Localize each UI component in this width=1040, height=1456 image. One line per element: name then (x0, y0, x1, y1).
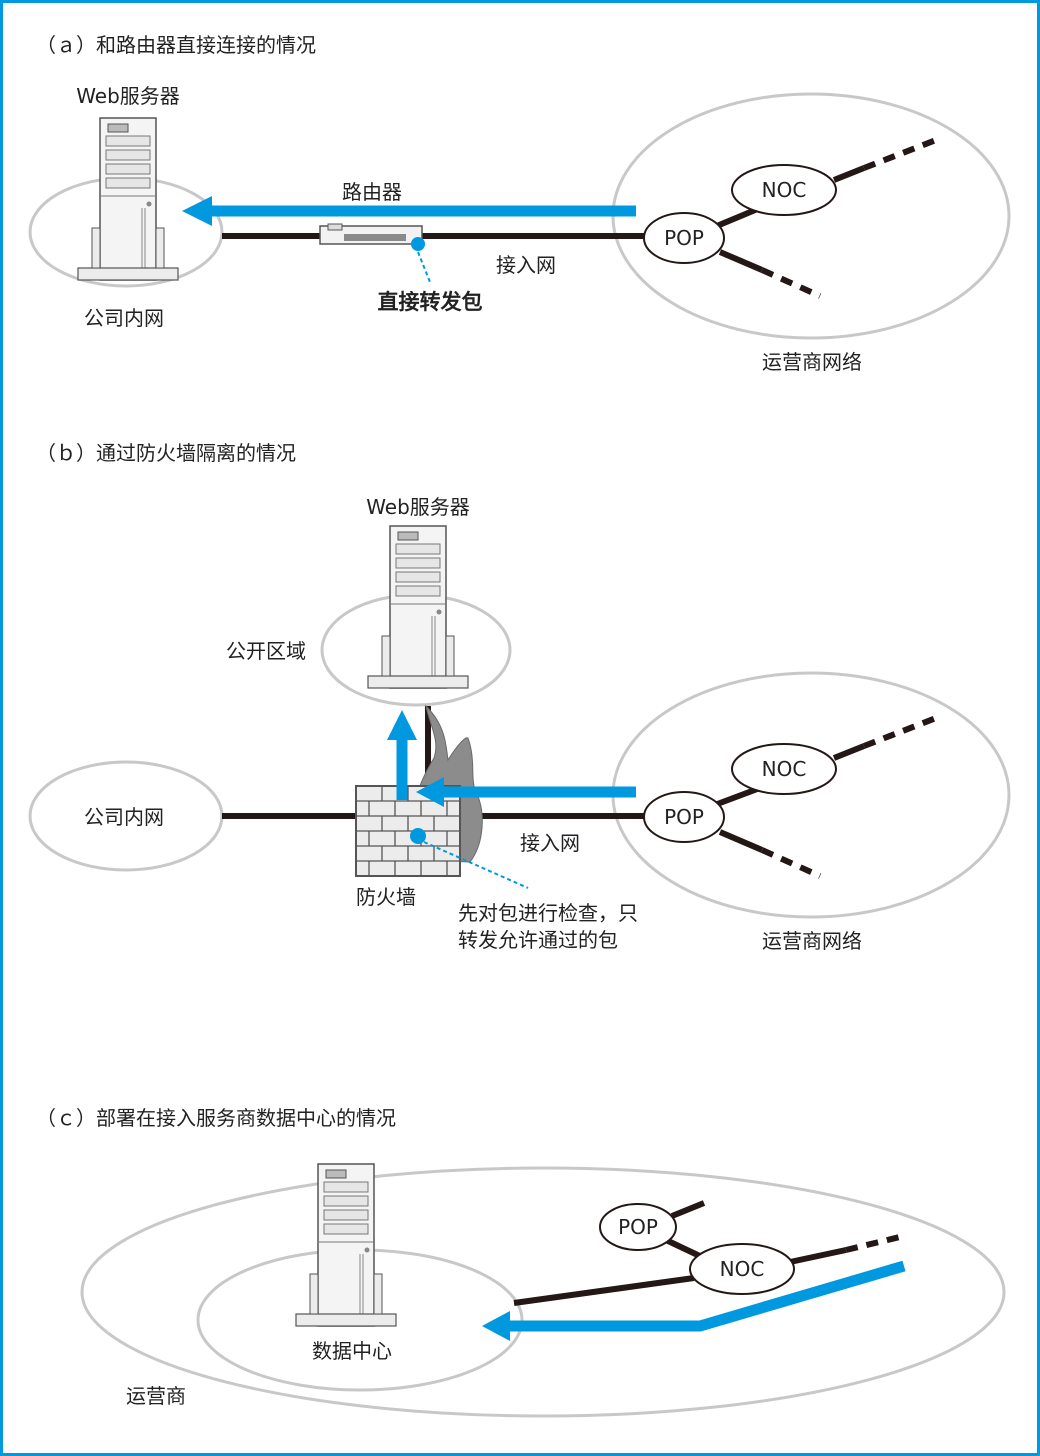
panel-c-carrier-label: 运营商 (126, 1384, 186, 1408)
panel-b-lan-label: 公司内网 (84, 805, 164, 829)
panel-b-note-line1: 先对包进行检查，只 (458, 901, 638, 925)
panel-b-access-label: 接入网 (520, 831, 580, 855)
panel-b-server-label: Web服务器 (366, 495, 470, 519)
panel-b-public-label: 公开区域 (226, 639, 306, 663)
panel-a-router-label: 路由器 (342, 180, 402, 204)
panel-a-caption: （ａ）和路由器直接连接的情况 (36, 33, 316, 57)
panel-a-noc-dashed-link (862, 137, 938, 171)
panel-a-pop-noc-line (710, 205, 762, 231)
panel-b-firewall-label: 防火墙 (356, 885, 416, 909)
panel-b-arrow-icon (416, 777, 444, 807)
panel-a-forward-label: 直接转发包 (378, 290, 483, 314)
panel-b-caption: （ｂ）通过防火墙隔离的情况 (36, 441, 296, 465)
panel-a-pop-label: POP (664, 226, 704, 250)
panel-a-router-icon (319, 223, 423, 245)
panel-c-pop-label: POP (618, 1215, 658, 1239)
panel-a-noc-node (731, 164, 837, 216)
panel-c-dc-link (513, 1275, 695, 1306)
panel-b-pop-noc-line (710, 785, 762, 809)
panel-b-noc-dashed-link (862, 715, 938, 749)
panel-a-pop-link (718, 249, 764, 273)
panel-a-arrow-icon (182, 196, 212, 226)
panel-c-packet-arrow (506, 1260, 906, 1332)
panel-a-noc-label: NOC (762, 178, 807, 202)
panel-a-carrier-label: 运营商网络 (762, 350, 862, 374)
panel-c-noc-label: NOC (720, 1257, 765, 1281)
panel-a-access-label: 接入网 (496, 253, 556, 277)
panel-b-inspect-pointer (423, 841, 529, 889)
panel-a-pop-dashed-link (760, 267, 822, 299)
firewall-icon (355, 785, 461, 877)
panel-c-pop-node (599, 1203, 677, 1251)
panel-a-router-marker (411, 237, 425, 251)
panel-c-noc-link (789, 1247, 847, 1265)
panel-b-firewall-marker (410, 828, 426, 844)
panel-c-noc-node (689, 1243, 795, 1295)
panel-b-noc-label: NOC (762, 757, 807, 781)
panel-c-dc-label: 数据中心 (312, 1339, 392, 1363)
panel-b-pop-link (718, 829, 764, 853)
panel-b-noc-node (731, 743, 837, 795)
panel-c-noc-dashed-link (845, 1233, 905, 1253)
panel-b-note-line2: 转发允许通过的包 (458, 928, 618, 952)
panel-b-noc-link (832, 743, 866, 761)
panel-c-pop-link (670, 1200, 706, 1219)
panel-b-pop-dashed-link (760, 847, 822, 879)
panel-b-pop-label: POP (664, 805, 704, 829)
panel-b-carrier-label: 运营商网络 (762, 929, 862, 953)
panel-a-forward-pointer (417, 251, 431, 283)
panel-b-up-arrow-icon (387, 710, 417, 740)
panel-a-server-label: Web服务器 (76, 84, 180, 108)
panel-b-pop-node (643, 791, 725, 843)
panel-c-arrow-icon (482, 1311, 510, 1341)
panel-a-noc-link (832, 165, 866, 183)
panel-a-lan-label: 公司内网 (84, 306, 164, 330)
panel-c-caption: （ｃ）部署在接入服务商数据中心的情况 (36, 1106, 396, 1130)
panel-a-pop-node (643, 212, 725, 264)
